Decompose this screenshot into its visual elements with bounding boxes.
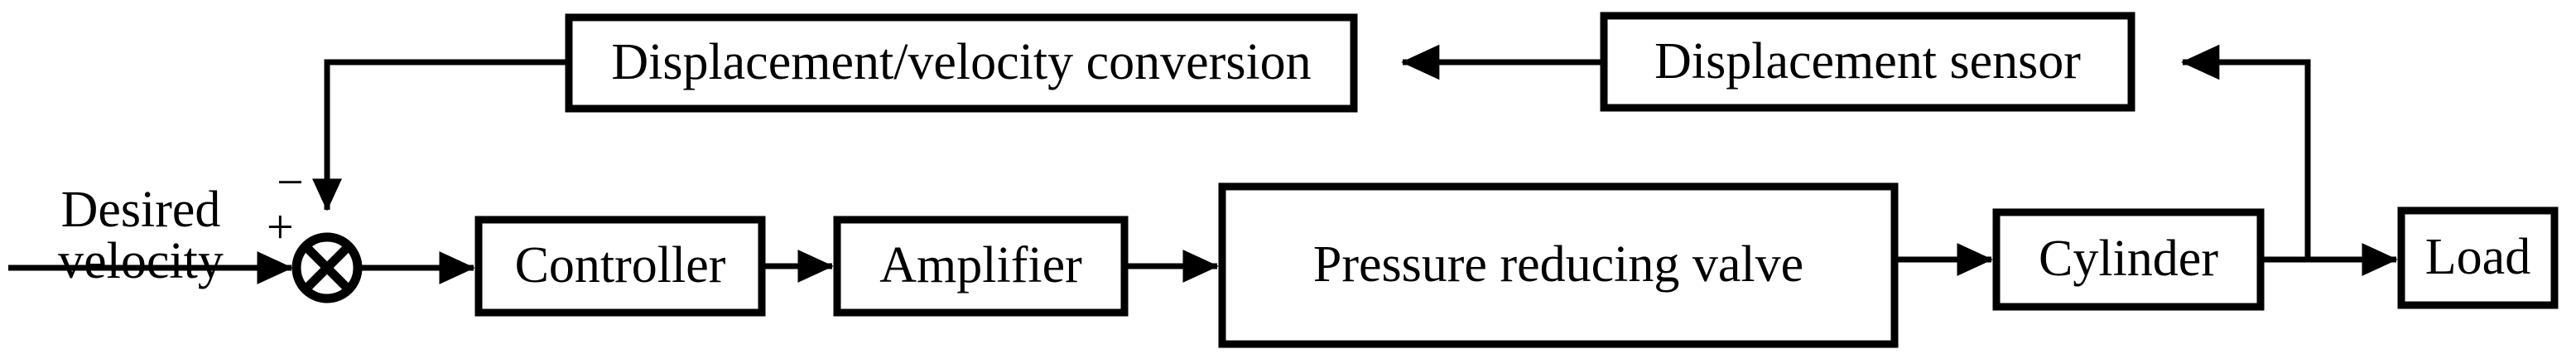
input-signal-line1: Desired — [60, 182, 221, 238]
block-displacement-velocity-conversion[interactable] — [565, 13, 1358, 113]
connector-takeoff-to-displacement-sensor — [2181, 44, 2311, 260]
block-controller[interactable] — [474, 216, 766, 317]
block-cylinder[interactable] — [1992, 208, 2265, 311]
block-pressure-reducing-valve[interactable] — [1218, 182, 1899, 348]
summing-junction-plus-sign: + — [267, 200, 294, 254]
connector-conversion-to-summing-junction — [311, 59, 569, 211]
block-amplifier[interactable] — [833, 216, 1129, 317]
summing-junction-cross-b — [302, 243, 352, 293]
summing-junction-minus-sign: − — [277, 155, 304, 209]
block-load[interactable] — [2397, 206, 2559, 309]
input-signal-label: Desired velocity — [8, 184, 273, 287]
input-signal-line2: velocity — [58, 233, 224, 289]
block-displacement-sensor[interactable] — [1600, 12, 2135, 112]
